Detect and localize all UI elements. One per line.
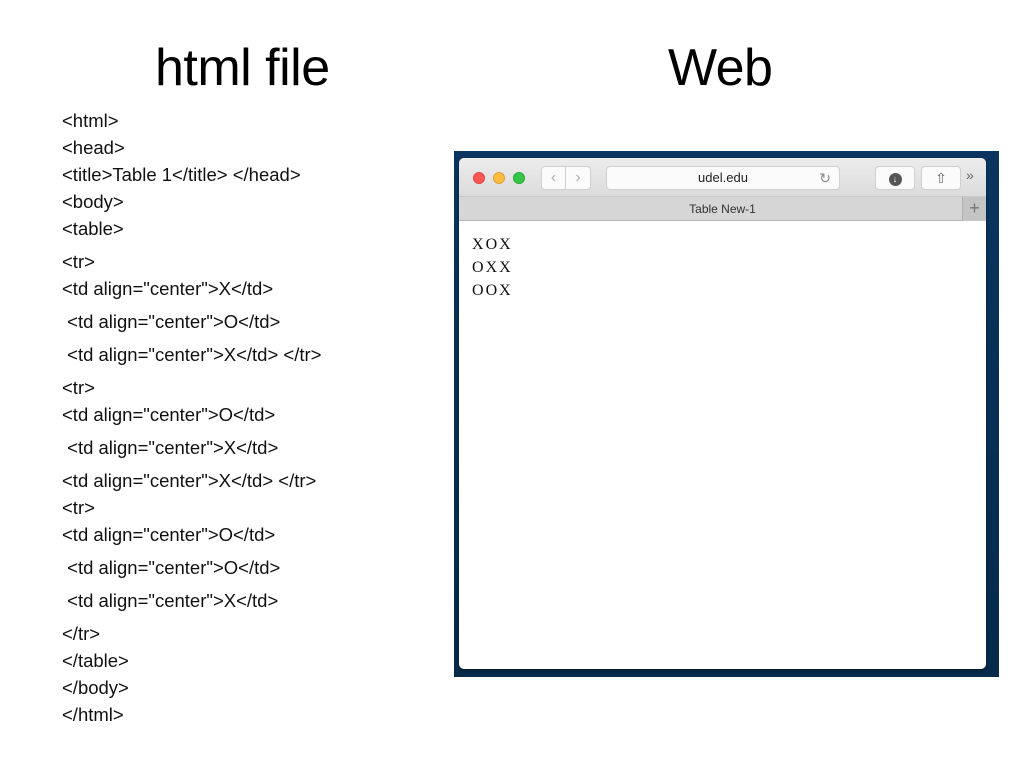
browser-window: ‹ › udel.edu ↻ ↓ ⇧ » Table New-1 + bbox=[459, 158, 986, 669]
code-line: <head> bbox=[62, 137, 125, 158]
page-content: X O X O X X O O X bbox=[459, 221, 986, 302]
forward-button[interactable]: › bbox=[566, 166, 591, 190]
code-line: <td align="center">X</td> bbox=[62, 590, 279, 611]
code-line: </body> bbox=[62, 677, 129, 698]
table-cell: X bbox=[499, 282, 511, 299]
share-button[interactable]: ⇧ bbox=[921, 166, 961, 190]
browser-toolbar: ‹ › udel.edu ↻ ↓ ⇧ » bbox=[459, 158, 986, 197]
table-row: X O X bbox=[471, 233, 512, 256]
tab-title[interactable]: Table New-1 bbox=[689, 202, 756, 216]
share-icon: ⇧ bbox=[935, 170, 947, 186]
url-text: udel.edu bbox=[698, 170, 748, 185]
reload-icon[interactable]: ↻ bbox=[819, 170, 831, 186]
code-line: <td align="center">O</td> bbox=[62, 311, 281, 332]
downloads-button[interactable]: ↓ bbox=[875, 166, 915, 190]
code-line: </table> bbox=[62, 650, 129, 671]
new-tab-icon[interactable]: + bbox=[962, 197, 986, 221]
code-line: <td align="center">O</td> bbox=[62, 524, 276, 545]
html-file-heading: html file bbox=[155, 39, 330, 97]
web-heading: Web bbox=[668, 39, 773, 97]
code-line: <td align="center">X</td> </tr> bbox=[62, 344, 322, 365]
code-line: <title>Table 1</title> </head> bbox=[62, 164, 301, 185]
zoom-window-button[interactable] bbox=[513, 172, 525, 184]
table-cell: X bbox=[499, 236, 511, 253]
table-cell: O bbox=[472, 259, 484, 276]
table-cell: O bbox=[472, 282, 484, 299]
code-line: <td align="center">X</td> bbox=[62, 278, 274, 299]
code-line: <td align="center">O</td> bbox=[62, 404, 276, 425]
table-cell: X bbox=[485, 259, 498, 276]
table-cell: X bbox=[472, 236, 484, 253]
chevron-left-icon: ‹ bbox=[550, 169, 557, 186]
tic-tac-toe-table: X O X O X X O O X bbox=[471, 233, 512, 302]
download-icon: ↓ bbox=[888, 172, 902, 186]
code-line: <table> bbox=[62, 218, 124, 239]
code-line: <tr> bbox=[62, 251, 95, 272]
code-line: </tr> bbox=[62, 623, 101, 644]
more-toolbar-icon[interactable]: » bbox=[966, 167, 974, 183]
code-line: <td align="center">O</td> bbox=[62, 557, 281, 578]
browser-screenshot-frame: ‹ › udel.edu ↻ ↓ ⇧ » Table New-1 + bbox=[454, 151, 999, 677]
back-button[interactable]: ‹ bbox=[541, 166, 566, 190]
address-bar[interactable]: udel.edu ↻ bbox=[606, 166, 840, 190]
tab-bar: Table New-1 + bbox=[459, 197, 986, 221]
code-line: </html> bbox=[62, 704, 124, 725]
code-line: <body> bbox=[62, 191, 124, 212]
table-cell: X bbox=[499, 259, 511, 276]
close-window-button[interactable] bbox=[473, 172, 485, 184]
table-cell: O bbox=[485, 282, 498, 299]
code-line: <tr> bbox=[62, 497, 95, 518]
table-cell: O bbox=[485, 236, 498, 253]
chevron-right-icon: › bbox=[575, 169, 581, 186]
code-line: <td align="center">X</td> </tr> bbox=[62, 470, 317, 491]
code-line: <html> bbox=[62, 110, 119, 131]
table-row: O O X bbox=[471, 279, 512, 302]
code-line: <td align="center">X</td> bbox=[62, 437, 279, 458]
minimize-window-button[interactable] bbox=[493, 172, 505, 184]
code-line: <tr> bbox=[62, 377, 95, 398]
table-row: O X X bbox=[471, 256, 512, 279]
